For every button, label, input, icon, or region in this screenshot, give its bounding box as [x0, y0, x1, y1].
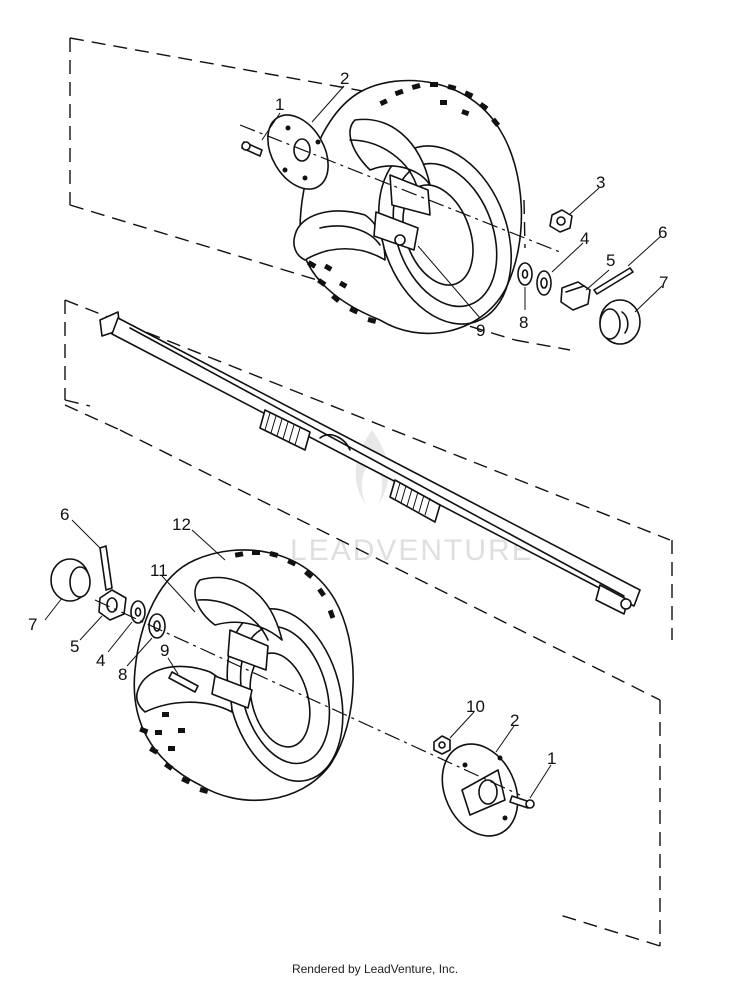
callout-top-5: 5: [606, 251, 615, 270]
bottom-wheel-assembly: [50, 545, 535, 837]
callout-leaders: [44, 85, 663, 799]
callout-top-1: 1: [275, 95, 284, 114]
axle-shaft: [99, 311, 641, 615]
top-cap-7: [599, 299, 641, 345]
callout-top-2: 2: [340, 69, 349, 88]
callout-top-4: 4: [580, 229, 589, 248]
callout-bottom-9: 9: [160, 641, 169, 660]
footer-credit: Rendered by LeadVenture, Inc.: [291, 962, 459, 976]
bottom-washer-8: [148, 613, 166, 639]
bottom-tire-tread: [139, 550, 336, 794]
top-nut-3: [549, 209, 573, 233]
top-washer-4: [536, 270, 552, 296]
callout-bottom-7: 7: [28, 615, 37, 634]
bottom-cotter-pin-6: [99, 545, 113, 591]
callout-top-7: 7: [659, 273, 668, 292]
callout-bottom-4: 4: [96, 651, 105, 670]
bottom-wheel-center: [211, 629, 269, 709]
callout-top-9: 9: [476, 321, 485, 340]
top-washer-8: [517, 262, 533, 286]
bottom-nut-10: [433, 735, 451, 755]
top-wheel-assembly: [239, 79, 641, 345]
top-hub: [267, 114, 329, 190]
bottom-castle-nut-5: [98, 589, 127, 621]
callout-bottom-8: 8: [118, 665, 127, 684]
bottom-hub-bolt: [509, 795, 535, 809]
top-castle-nut-5: [560, 281, 591, 311]
callout-bottom-6: 6: [60, 505, 69, 524]
callout-bottom-11: 11: [150, 561, 168, 580]
callout-bottom-5: 5: [70, 637, 79, 656]
watermark-text: LEADVENTURE: [290, 534, 534, 567]
callout-numbers-top: 1 2 3 4 5 6 7 8 9: [275, 69, 668, 340]
callout-bottom-10: 10: [466, 697, 485, 716]
bottom-stud-9: [168, 671, 199, 693]
callout-numbers-bottom: 6 12 11 7 5 4 8 9 10 2 1: [28, 505, 556, 768]
callout-top-6: 6: [658, 223, 667, 242]
top-wheel-center: [373, 174, 431, 251]
callout-top-8: 8: [519, 313, 528, 332]
bottom-hub: [441, 743, 519, 837]
bottom-tire: [133, 549, 354, 802]
callout-top-3: 3: [596, 173, 605, 192]
top-hub-bolt: [241, 141, 263, 157]
top-cotter-pin-6: [593, 267, 634, 295]
bottom-cap-7: [50, 558, 91, 602]
axle-spline-right: [389, 479, 441, 523]
callout-bottom-12: 12: [172, 515, 191, 534]
bottom-washer-4: [130, 600, 146, 624]
callout-bottom-2: 2: [510, 711, 519, 730]
callout-bottom-1: 1: [547, 749, 556, 768]
axle-spline-left: [259, 409, 311, 451]
